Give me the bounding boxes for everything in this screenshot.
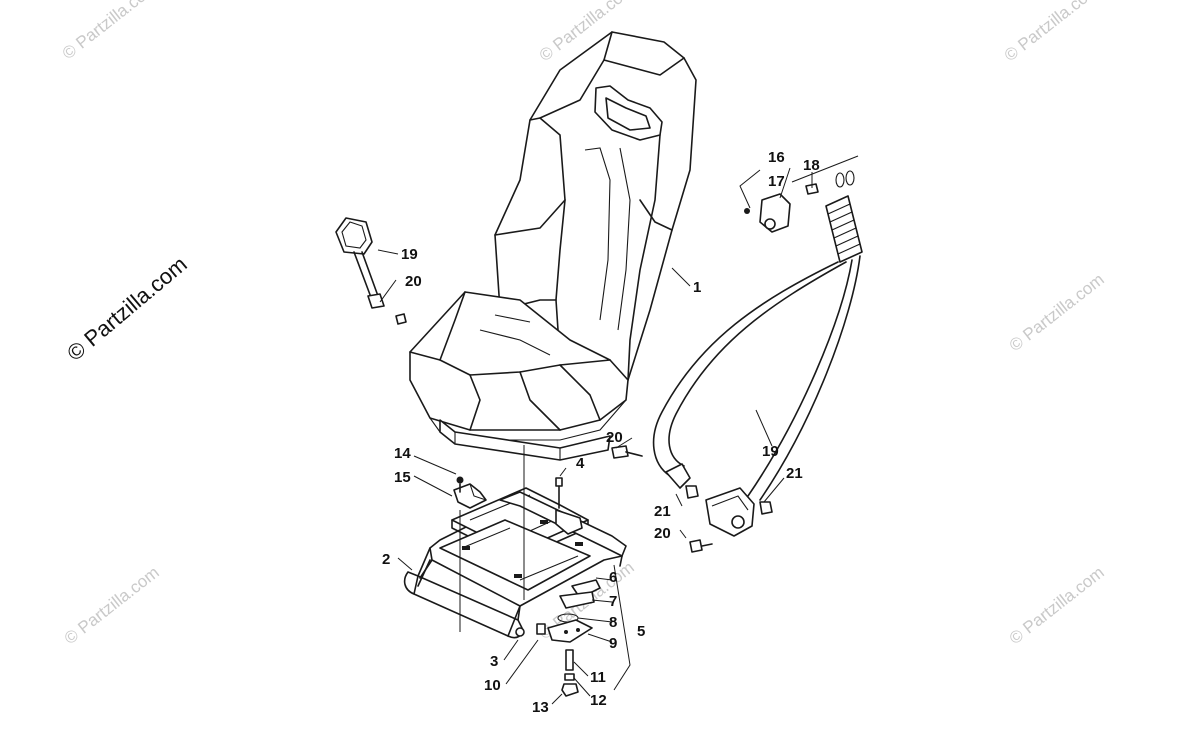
bolt-part-20-left[interactable] [395,313,407,325]
callout-3: 3 [490,653,498,670]
callout-2: 2 [382,551,390,568]
callout-11: 11 [590,669,606,686]
nut-part-13[interactable] [561,683,579,697]
pin-part-11[interactable] [565,649,574,671]
bolt-part-20-lower[interactable] [689,539,703,553]
retractor-part-16[interactable] [744,155,859,233]
callout-1: 1 [693,279,701,296]
nut-part-21-right[interactable] [759,501,773,515]
seat-frame-part[interactable] [403,445,627,639]
nut-part-21-left[interactable] [685,485,699,499]
screw-part-17[interactable] [744,208,750,214]
callout-16: 16 [768,149,785,166]
callout-8: 8 [609,614,617,631]
callout-5: 5 [637,623,645,640]
callout-14: 14 [394,445,411,462]
callout-17: 17 [768,173,785,190]
screw-part-14[interactable] [456,476,464,484]
callout-13: 13 [532,699,549,716]
callout-labels: 1 2 3 4 5 6 7 8 9 10 11 12 13 14 15 16 1… [382,149,820,716]
callout-12: 12 [590,692,607,709]
bracket-part-15[interactable] [453,476,487,509]
washer-part-12[interactable] [564,673,575,681]
leader-lines [377,167,813,705]
callout-20-upper: 20 [606,429,623,446]
callout-21-left: 21 [654,503,671,520]
bolt-part-20-upper[interactable] [611,445,629,459]
watermark: © Partzilla.com [1001,0,1103,65]
callout-6: 6 [609,569,617,586]
callout-7: 7 [609,593,617,610]
watermark: © Partzilla.com [1006,270,1108,356]
latch-plate-part-7[interactable] [559,591,595,609]
watermark: © Partzilla.com [61,563,163,649]
bolt-part-4[interactable] [555,477,563,509]
latch-handle-part-9[interactable] [547,619,593,643]
watermark: © Partzilla.com [59,0,161,63]
callout-10: 10 [484,677,501,694]
seat-bucket-part[interactable] [409,31,697,461]
bushing-part-10[interactable] [536,623,546,635]
callout-9: 9 [609,635,617,652]
buckle-part-19-left[interactable] [335,217,407,325]
callout-19-left: 19 [401,246,418,263]
latch-assembly-part-5[interactable] [536,564,631,697]
callout-4: 4 [576,455,585,472]
callout-18: 18 [803,157,820,174]
callout-21-right: 21 [786,465,803,482]
callout-15: 15 [394,469,411,486]
callout-20-left: 20 [405,273,422,290]
watermark-main: © Partzilla.com [62,251,192,365]
watermark: © Partzilla.com [1006,563,1108,649]
callout-20-lower: 20 [654,525,671,542]
bolt-part-18[interactable] [805,183,819,195]
seatbelt-part-19-right[interactable] [611,195,863,553]
callout-19-right: 19 [762,443,779,460]
